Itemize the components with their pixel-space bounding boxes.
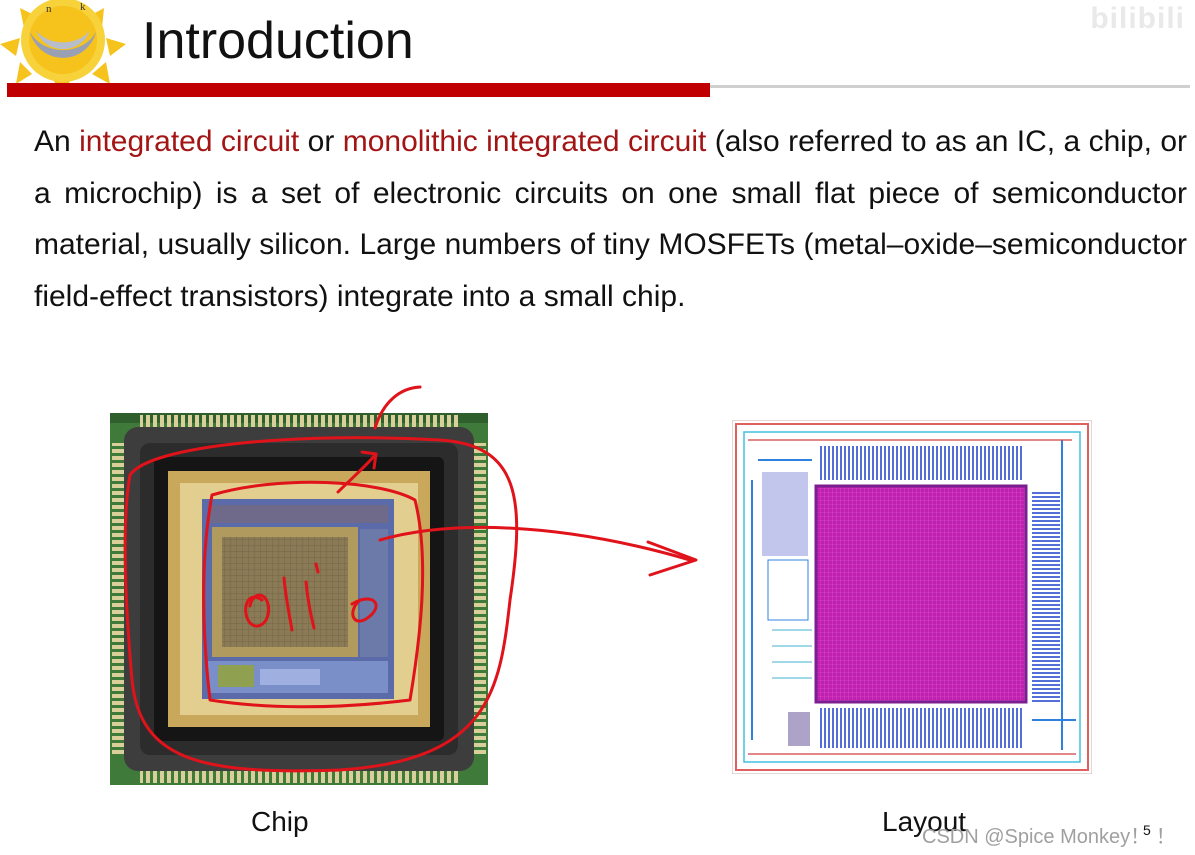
intro-paragraph: An integrated circuit or monolithic inte… — [34, 116, 1187, 322]
title-underline-red — [7, 83, 710, 97]
slide-title: Introduction — [142, 12, 414, 70]
chip-caption: Chip — [251, 806, 309, 837]
title-underline-gray — [710, 85, 1190, 88]
paragraph-text-2: or — [299, 125, 343, 158]
layout-caption: Layout — [882, 806, 967, 837]
term-monolithic-integrated-circuit: monolithic integrated circuit — [342, 125, 707, 158]
paragraph-text-1: An — [34, 125, 80, 158]
term-integrated-circuit: integrated circuit — [79, 125, 300, 158]
page-number: 5 — [1143, 822, 1151, 838]
logo-letter-n: n — [46, 3, 52, 15]
logo-letter-k: k — [80, 1, 86, 13]
sun-logo-icon: n k — [0, 0, 126, 85]
bilibili-watermark: bilibili — [1090, 2, 1185, 35]
csdn-watermark: CSDN @Spice Monkey！ ！ — [922, 826, 1176, 848]
paragraph-text-3: (also referred to as an IC, a chip, or a… — [34, 125, 1187, 313]
chip-photo — [110, 413, 488, 785]
layout-image — [732, 420, 1092, 774]
